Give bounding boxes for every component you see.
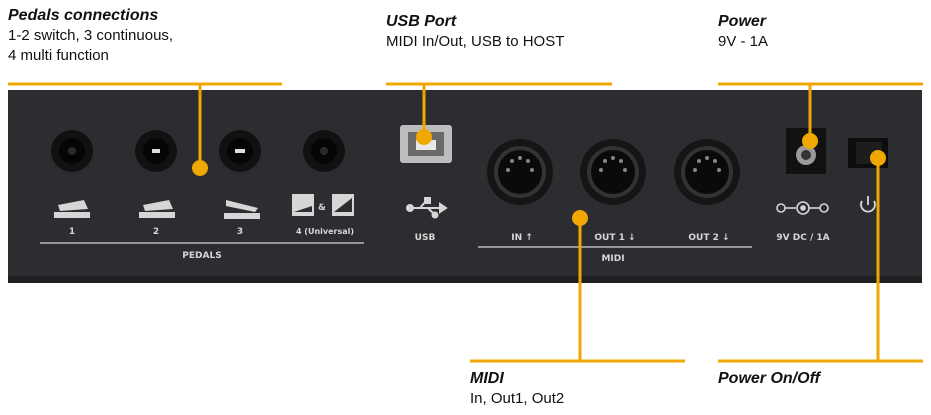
power-spec-label: 9V DC / 1A [776,233,829,243]
usb-callout-title: USB Port [386,13,457,30]
pedal-label-4: 4 (Universal) [296,227,354,236]
usb-label: USB [415,233,436,243]
midi-group-label: MIDI [601,254,624,264]
usb-callout: USB Port MIDI In/Out, USB to HOST [386,12,564,52]
pedals-callout-title: Pedals connections [8,7,159,24]
midi-callout-desc: In, Out1, Out2 [470,390,565,407]
universal-pedal-icon [292,194,354,216]
pedal-jack-1 [51,130,93,172]
dc-power-jack [786,128,826,174]
midi-out2-label: OUT 2 ↓ [688,233,729,243]
expression-pedal-icon [224,200,260,219]
power-symbol-icon [860,196,876,213]
midi-in-label: IN ↑ [511,233,533,243]
midi-in-port [487,139,553,205]
power-callout-title: Power [718,13,767,30]
pedal-label-2: 2 [153,227,159,237]
callout-lines [8,82,923,363]
sustain-pedal-icon-2 [139,200,175,218]
pedals-callout-desc: 1-2 switch, 3 continuous, 4 multi functi… [8,27,174,64]
sustain-pedal-icon-1 [54,200,90,218]
midi-out2-port [674,139,740,205]
pedal-jack-3 [219,130,261,172]
usb-callout-desc: MIDI In/Out, USB to HOST [386,33,565,50]
pedal-label-1: 1 [69,227,75,237]
power-switch-callout-title: Power On/Off [718,370,820,387]
usb-symbol-icon [406,197,448,219]
rear-panel [8,90,922,283]
midi-out1-label: OUT 1 ↓ [594,233,635,243]
callout-dots [192,129,886,226]
dc-polarity-icon [776,201,829,215]
midi-out1-port [580,139,646,205]
midi-callout: MIDI In, Out1, Out2 [470,369,564,409]
pedal-ampersand: & [318,203,326,213]
pedal-jack-2 [135,130,177,172]
pedal-jack-4 [303,130,345,172]
power-switch-callout: Power On/Off [718,369,820,389]
power-callout: Power 9V - 1A [718,12,768,52]
pedals-callout: Pedals connections 1-2 switch, 3 continu… [8,6,173,66]
pedal-label-3: 3 [237,227,243,237]
midi-callout-title: MIDI [470,370,504,387]
power-callout-desc: 9V - 1A [718,33,769,50]
pedals-group-label: PEDALS [182,251,221,261]
rear-panel-shadow [8,276,922,283]
